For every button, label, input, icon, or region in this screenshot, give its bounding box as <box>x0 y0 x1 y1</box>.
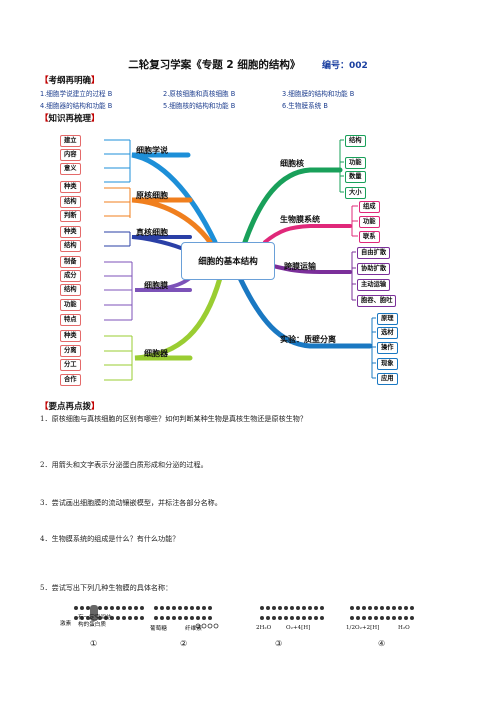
leaf-item: 种类 <box>60 330 81 342</box>
leaf-item: 种类 <box>60 226 81 238</box>
leaf-item: 制备 <box>60 256 81 268</box>
leaf-item: 数量 <box>345 171 366 183</box>
leaf-item: 结构 <box>60 284 81 296</box>
leaf-item: 合作 <box>60 374 81 386</box>
branch-line-eukaryote <box>131 235 192 250</box>
branch-cell-membrane: 细胞膜 <box>144 281 168 290</box>
leaf-item: 现象 <box>377 358 398 370</box>
branch-line-prokaryote <box>131 197 213 245</box>
knowledge-heading-text: 知识再梳理 <box>48 114 92 124</box>
membrane-label: 1/2O₂+2[H] <box>346 625 380 631</box>
branch-line-transport <box>271 264 352 274</box>
membrane-diagram-3: 2H₂O O₂+4[H] <box>256 600 336 648</box>
membrane-number: ② <box>180 639 188 648</box>
leaf-item: 特点 <box>60 314 81 326</box>
membrane-diagram-2: 葡萄糖 纤维素 <box>150 600 230 648</box>
goal-item: 6.生物膜系统 B <box>282 102 328 110</box>
leaf-item: 功能 <box>60 299 81 311</box>
mind-map: 细胞的基本结构 细胞学说 原核细胞 真核细胞 细胞膜 细胞器 建立 内容 意义 … <box>40 130 460 392</box>
page-title: 二轮复习学案《专题 2 细胞的结构》 编号：002 <box>0 57 496 72</box>
knowledge-heading: 【知识再梳理】 <box>40 114 100 124</box>
membrane-number: ① <box>90 639 98 648</box>
question-item: 1．原核细胞与真核细胞的区别有哪些？如何判断某种生物是真核生物还是原核生物？ <box>40 414 307 423</box>
points-heading-text: 要点再点拨 <box>48 402 92 412</box>
leaf-item: 结构 <box>345 135 366 147</box>
branch-line-experiment <box>237 275 373 349</box>
leaf-item: 原理 <box>377 313 398 325</box>
branch-transport: 跨膜运输 <box>284 262 316 271</box>
branch-nucleus: 细胞核 <box>280 159 304 168</box>
leaf-item: 协助扩散 <box>357 263 391 275</box>
membrane-label: 纤维素 <box>185 626 202 632</box>
mind-map-center: 细胞的基本结构 <box>181 242 275 280</box>
question-item: 5．尝试写出下列几种生物膜的具体名称： <box>40 583 173 592</box>
leaf-item: 功能 <box>359 216 380 228</box>
leaf-item: 组成 <box>359 201 380 213</box>
leaf-item: 功能 <box>345 157 366 169</box>
leaf-item: 操作 <box>377 342 398 354</box>
membrane-label: 激素 <box>60 621 72 627</box>
membrane-label: H₂O <box>398 625 410 631</box>
membrane-label: O₂+4[H] <box>286 625 311 631</box>
leaf-item: 意义 <box>60 163 81 175</box>
leaf-item: 判断 <box>60 210 81 222</box>
question-item: 2．用箭头和文字表示分泌蛋白质形成和分泌的过程。 <box>40 460 208 469</box>
question-item: 4．生物膜系统的组成是什么？有什么功能？ <box>40 534 180 543</box>
leaf-item: 应用 <box>377 373 398 385</box>
leaf-item: 种类 <box>60 181 81 193</box>
branch-experiment: 实验：质壁分离 <box>280 335 336 344</box>
question-item: 3．尝试画出细胞膜的流动镶嵌模型，并标注各部分名称。 <box>40 498 222 507</box>
leaf-item: 自由扩散 <box>357 247 391 259</box>
membrane-diagram-1: 激素 有一定空间结 构的蛋白质 <box>60 600 150 648</box>
membrane-label: 葡萄糖 <box>150 626 167 632</box>
doc-number: 编号：002 <box>321 61 368 71</box>
mind-map-branches <box>104 139 376 381</box>
leaf-item: 结构 <box>60 240 81 252</box>
goal-item: 2.原核细胞和真核细胞 B <box>163 90 236 98</box>
membrane-number: ③ <box>275 639 283 648</box>
leaf-item: 建立 <box>60 135 81 147</box>
bilayer-graphic <box>74 605 144 621</box>
leaf-item: 内容 <box>60 149 81 161</box>
goal-item: 3.细胞膜的结构和功能 B <box>282 90 355 98</box>
leaf-item: 选材 <box>377 327 398 339</box>
leaf-item: 主动运输 <box>357 279 391 291</box>
branch-organelle: 细胞器 <box>144 349 168 358</box>
bilayer-graphic <box>350 606 414 620</box>
points-heading: 【要点再点拨】 <box>40 402 100 412</box>
leaf-item: 胞吞、胞吐 <box>357 295 397 307</box>
branch-cell-theory: 细胞学说 <box>136 146 168 155</box>
goals-heading: 【考纲再明确】 <box>40 76 100 86</box>
branch-eukaryote: 真核细胞 <box>136 228 168 237</box>
goals-heading-text: 考纲再明确 <box>48 76 92 86</box>
membrane-label: 2H₂O <box>256 625 272 631</box>
branch-line-cell-theory <box>131 152 218 245</box>
leaf-item: 结构 <box>60 196 81 208</box>
bilayer-graphic <box>260 606 324 620</box>
leaf-item: 大小 <box>345 187 366 199</box>
goal-item: 5.细胞核的结构和功能 B <box>163 102 236 110</box>
membrane-diagram-4: 1/2O₂+2[H] H₂O <box>346 600 436 648</box>
membrane-label: 有一定空间结 <box>78 615 112 621</box>
bilayer-graphic <box>154 606 219 629</box>
branch-line-membrane <box>134 276 192 292</box>
branch-line-organelle <box>134 275 223 361</box>
membrane-label: 构的蛋白质 <box>78 622 106 628</box>
leaf-item: 联系 <box>359 231 380 243</box>
leaf-item: 分工 <box>60 359 81 371</box>
membrane-number: ④ <box>378 639 386 648</box>
goal-item: 1.细胞学说建立的过程 B <box>40 90 113 98</box>
branch-membrane-system: 生物膜系统 <box>280 215 320 224</box>
branch-line-nucleus <box>242 167 343 245</box>
leaf-item: 分离 <box>60 345 81 357</box>
title-text: 二轮复习学案《专题 2 细胞的结构》 <box>128 59 301 71</box>
goal-item: 4.细胞器的结构和功能 B <box>40 102 113 110</box>
branch-prokaryote: 原核细胞 <box>136 191 168 200</box>
leaf-item: 成分 <box>60 270 81 282</box>
branch-line-membrane-system <box>263 224 352 244</box>
